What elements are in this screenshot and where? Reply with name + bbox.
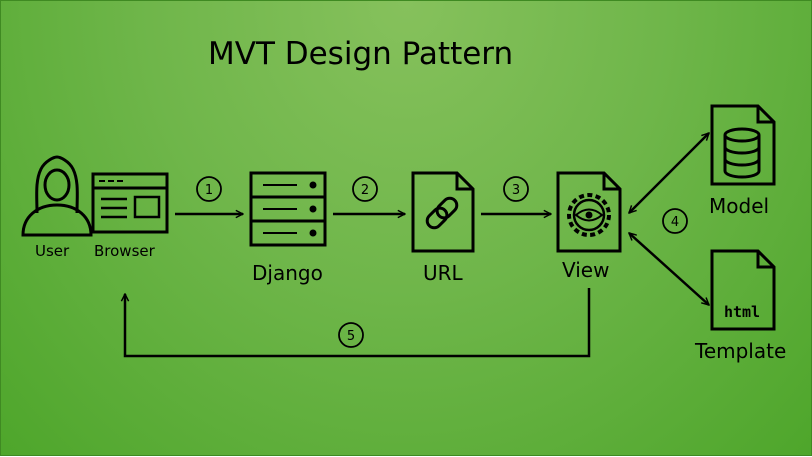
django-server-icon xyxy=(249,171,327,247)
user-label: User xyxy=(35,242,70,260)
user-icon xyxy=(21,155,93,237)
model-database-icon xyxy=(710,104,776,186)
svg-text:1: 1 xyxy=(205,183,213,198)
template-html-icon xyxy=(710,249,776,331)
model-label: Model xyxy=(709,194,770,218)
step-marker-4: 4 xyxy=(662,208,688,234)
browser-icon xyxy=(91,172,169,234)
url-label: URL xyxy=(423,261,463,285)
svg-text:5: 5 xyxy=(347,329,355,344)
view-gear-eye-icon xyxy=(556,171,622,253)
svg-text:4: 4 xyxy=(671,215,679,230)
step-marker-2: 2 xyxy=(352,176,378,202)
django-label: Django xyxy=(252,261,323,285)
diagram-title: MVT Design Pattern xyxy=(208,36,514,72)
step-marker-3: 3 xyxy=(503,176,529,202)
arrow-view-template xyxy=(629,233,709,305)
template-label: Template xyxy=(695,339,787,363)
arrow-step-5-return xyxy=(125,288,591,358)
browser-label: Browser xyxy=(94,242,155,260)
step-marker-1: 1 xyxy=(196,176,222,202)
template-html-text: html xyxy=(724,303,760,321)
url-link-icon xyxy=(411,171,475,253)
svg-text:2: 2 xyxy=(361,183,369,198)
step-marker-5: 5 xyxy=(338,322,364,348)
svg-text:3: 3 xyxy=(512,183,520,198)
arrow-view-model xyxy=(629,133,709,213)
view-label: View xyxy=(562,258,610,282)
